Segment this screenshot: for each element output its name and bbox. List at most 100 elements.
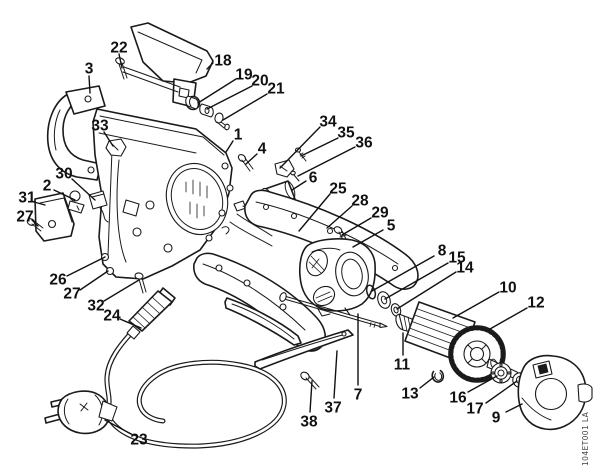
part-number-18: 18 (214, 53, 232, 70)
leader-line-30 (71, 178, 96, 201)
part-number-35: 35 (337, 125, 355, 142)
part-number-34: 34 (319, 114, 337, 131)
leader-lines (31, 53, 528, 435)
leader-line-20 (206, 85, 253, 110)
spacer-sleeve (199, 103, 214, 118)
part-number-36: 36 (355, 135, 373, 152)
motor-housing (92, 108, 234, 280)
leader-line-13 (419, 376, 435, 389)
part-number-7: 7 (354, 387, 363, 404)
part-number-32: 32 (87, 298, 104, 315)
part-number-20: 20 (251, 73, 268, 90)
part-number-5: 5 (387, 218, 396, 235)
part-number-37: 37 (324, 400, 341, 417)
leader-line-5 (352, 229, 384, 248)
leader-line-19 (197, 78, 237, 104)
leader-line-31 (33, 201, 46, 206)
stator-screw (333, 226, 349, 245)
part-number-14: 14 (456, 260, 474, 277)
shim-washer-8 (365, 284, 377, 300)
part-number-10: 10 (499, 280, 516, 297)
small-screw-36 (290, 170, 300, 182)
guide-screw (300, 371, 320, 390)
part-number-30: 30 (55, 166, 72, 183)
stator-through-bolt (279, 292, 388, 329)
leader-line-36 (297, 146, 356, 177)
hand-guard (122, 22, 214, 111)
part-number-2: 2 (43, 178, 52, 195)
leader-line-15 (384, 262, 449, 300)
housing-bottom-screw (134, 272, 147, 294)
leader-line-32 (103, 279, 140, 302)
leader-line-24 (119, 318, 142, 329)
leader-line-27 (79, 270, 109, 291)
washer-15 (377, 291, 391, 309)
leader-line-3 (88, 75, 91, 94)
leader-line-23 (104, 419, 132, 435)
housing-screw (237, 154, 254, 172)
part-number-22: 22 (110, 40, 127, 57)
part-number-33: 33 (91, 118, 109, 135)
leader-line-21 (222, 93, 268, 121)
part-number-12: 12 (527, 295, 544, 312)
brush-holder (67, 190, 85, 214)
part-number-11: 11 (394, 357, 411, 374)
ball-bearing (490, 362, 512, 384)
part-number-31: 31 (18, 190, 36, 207)
part-number-3: 3 (85, 61, 94, 78)
part-number-6: 6 (309, 170, 318, 187)
part-number-28: 28 (351, 193, 369, 210)
leader-line-35 (300, 137, 339, 157)
leader-line-25 (298, 193, 331, 232)
leader-line-22 (118, 53, 123, 69)
part-number-9: 9 (492, 410, 501, 427)
part-number-15: 15 (448, 250, 466, 267)
leader-line-14 (396, 271, 457, 310)
leader-line-10 (452, 291, 500, 319)
leader-line-12 (489, 307, 528, 330)
snap-ring (431, 369, 445, 383)
leader-line-4 (245, 153, 258, 165)
hex-nut (185, 95, 199, 110)
leader-line-27 (31, 219, 39, 227)
sprocket-cover-plate (34, 192, 75, 242)
cord-strain-relief-sleeve (126, 287, 176, 340)
leader-line-8 (371, 255, 435, 292)
power-cord (103, 328, 287, 449)
leader-line-9 (505, 403, 523, 413)
leader-line-28 (326, 205, 353, 229)
carbon-brush (88, 190, 109, 223)
part-number-38: 38 (300, 414, 318, 431)
leader-line-17 (485, 380, 518, 404)
leader-line-37 (333, 350, 338, 399)
part-number-27: 27 (63, 286, 80, 303)
leader-line-6 (291, 180, 307, 191)
part-number-21: 21 (267, 81, 285, 98)
part-number-4: 4 (258, 141, 267, 158)
collar-bolt (214, 112, 230, 131)
field-stator (298, 238, 376, 317)
mains-plug (44, 390, 118, 435)
leader-line-33 (103, 131, 114, 147)
leader-line-2 (53, 189, 76, 201)
part-number-26: 26 (49, 272, 67, 289)
part-number-13: 13 (401, 386, 419, 403)
leader-line-1 (225, 140, 234, 153)
part-number-8: 8 (438, 243, 447, 260)
part-number-19: 19 (235, 67, 253, 84)
guide-strip-upper (224, 297, 302, 346)
part-number-16: 16 (449, 390, 467, 407)
leader-line-34 (279, 126, 321, 169)
part-number-17: 17 (466, 401, 483, 418)
part-number-25: 25 (329, 181, 347, 198)
part-number-1: 1 (234, 127, 243, 144)
part-number-24: 24 (103, 308, 121, 325)
part-number-23: 23 (130, 432, 148, 449)
part-number-27: 27 (16, 209, 33, 226)
leader-line-38 (309, 380, 313, 413)
leader-line-26 (66, 256, 106, 277)
part-number-29: 29 (371, 205, 389, 222)
